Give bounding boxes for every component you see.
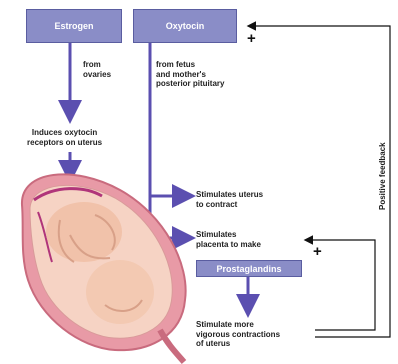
prostaglandins-box: Prostaglandins [196, 260, 302, 277]
plus-sign-top: + [247, 30, 256, 47]
positive-feedback-outer-loop [249, 26, 390, 337]
oxytocin-box: Oxytocin [133, 9, 237, 43]
induces-receptors-label: Induces oxytocin receptors on uterus [27, 128, 102, 147]
positive-feedback-label: Positive feedback [378, 142, 387, 210]
from-ovaries-label: from ovaries [83, 60, 111, 79]
stimulates-uterus-label: Stimulates uterus to contract [196, 190, 263, 209]
estrogen-box: Estrogen [26, 9, 122, 43]
from-fetus-label: from fetus and mother's posterior pituit… [156, 60, 224, 89]
stimulates-placenta-label: Stimulates placenta to make [196, 230, 261, 249]
uterus-fetus-illustration [22, 174, 186, 362]
stimulate-more-label: Stimulate more vigorous contractions of … [196, 320, 280, 349]
plus-sign-middle: + [313, 243, 322, 260]
